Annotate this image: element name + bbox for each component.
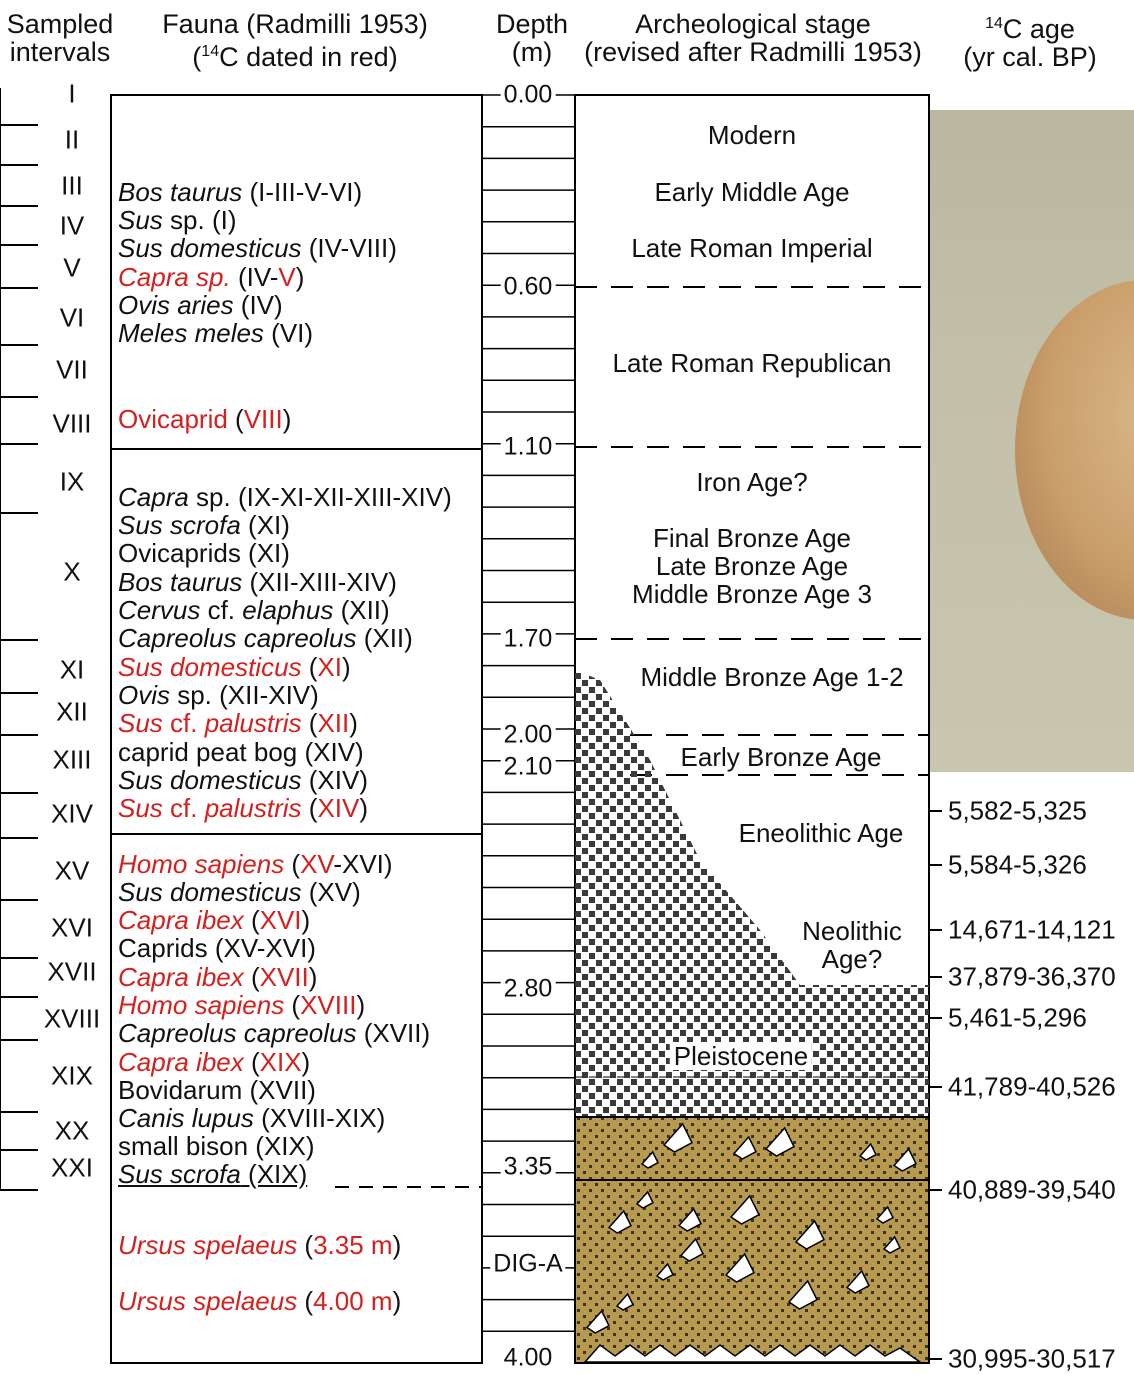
interval-label: XI xyxy=(37,655,107,686)
fauna-entry: Bovidarum (XVII) xyxy=(118,1076,316,1104)
depth-label: 1.10 xyxy=(501,433,556,462)
c14-age-value: 40,889-39,540 xyxy=(948,1175,1116,1206)
stage-label: Early Bronze Age xyxy=(681,743,882,771)
fauna-entry-dated: Homo sapiens (XV-XVI) xyxy=(118,850,393,878)
interval-label: XIX xyxy=(37,1061,107,1092)
c14-age-value: 5,584-5,326 xyxy=(948,850,1087,881)
fauna-entry-dated: Sus cf. palustris (XIV) xyxy=(118,794,368,822)
header-sampled-intervals: Sampled intervals xyxy=(2,10,118,66)
stage-label: Pleistocene xyxy=(670,1042,812,1070)
stage-label: Early Middle Age xyxy=(654,178,849,206)
dig-a-label: DIG-A xyxy=(490,1250,565,1279)
fauna-entry: Sus domesticus (XV) xyxy=(118,878,361,906)
stage-label: Age? xyxy=(822,945,883,973)
interval-label: XII xyxy=(37,697,107,728)
interval-label: XX xyxy=(37,1116,107,1147)
depth-label: 0.00 xyxy=(501,81,556,110)
depth-label: 1.70 xyxy=(501,625,556,654)
interval-label: II xyxy=(37,125,107,156)
interval-label: XVIII xyxy=(37,1004,107,1035)
interval-label: IV xyxy=(37,211,107,242)
interval-label: XIV xyxy=(37,799,107,830)
fauna-entry: Sus scrofa (XI) xyxy=(118,511,290,539)
fauna-entry: Ovis aries (IV) xyxy=(118,291,283,319)
fauna-entry-dated: Homo sapiens (XVIII) xyxy=(118,991,365,1019)
fauna-entry-dated: Capra ibex (XVII) xyxy=(118,963,317,991)
depth-label: 2.80 xyxy=(501,975,556,1004)
fauna-entry: small bison (XIX) xyxy=(118,1132,315,1160)
fauna-entry-dated: Ursus spelaeus (4.00 m) xyxy=(118,1287,401,1315)
fauna-entry: Canis lupus (XVIII-XIX) xyxy=(118,1104,385,1132)
interval-label: III xyxy=(37,171,107,202)
stage-label: Neolithic xyxy=(802,917,902,945)
c14-age-value: 14,671-14,121 xyxy=(948,915,1116,946)
fauna-entry-dated: Sus cf. palustris (XII) xyxy=(118,709,358,737)
stage-label: Modern xyxy=(708,121,796,149)
fauna-entry: Ovicaprids (XI) xyxy=(118,539,290,567)
depth-label: 2.00 xyxy=(501,721,556,750)
header-c14-age: 14C age (yr cal. BP) xyxy=(955,10,1105,71)
fauna-entry: Sus scrofa (XIX) xyxy=(118,1160,307,1188)
fauna-entry: Sus sp. (I) xyxy=(118,206,236,234)
header-fauna: Fauna (Radmilli 1953) (14C dated in red) xyxy=(150,10,440,71)
fauna-entry: Bos taurus (I-III-V-VI) xyxy=(118,178,362,206)
interval-label: XIII xyxy=(37,745,107,776)
fauna-entry: Bos taurus (XII-XIII-XIV) xyxy=(118,568,397,596)
stage-label: Middle Bronze Age 1-2 xyxy=(640,663,903,691)
interval-label: I xyxy=(37,79,107,110)
header-archeological-stage: Archeological stage (revised after Radmi… xyxy=(573,10,933,66)
fauna-entry: Sus domesticus (IV-VIII) xyxy=(118,234,397,262)
interval-label: XV xyxy=(37,856,107,887)
fauna-entry-dated: Sus domesticus (XI) xyxy=(118,653,351,681)
fauna-entry: Capreolus capreolus (XVII) xyxy=(118,1019,430,1047)
interval-label: X xyxy=(37,557,107,588)
stage-label: Final Bronze Age xyxy=(653,524,851,552)
depth-label: 4.00 xyxy=(501,1344,556,1373)
c14-age-value: 30,995-30,517 xyxy=(948,1344,1116,1375)
interval-label: XXI xyxy=(37,1153,107,1184)
c14-age-value: 37,879-36,370 xyxy=(948,962,1116,993)
depth-label: 2.10 xyxy=(501,753,556,782)
fauna-entry-dated: Capra sp. (IV-V) xyxy=(118,263,304,291)
c14-age-value: 5,461-5,296 xyxy=(948,1003,1087,1034)
stage-label: Late Roman Republican xyxy=(613,349,892,377)
fauna-entry: Caprids (XV-XVI) xyxy=(118,934,316,962)
stage-label: Late Roman Imperial xyxy=(631,234,872,262)
fauna-entry: caprid peat bog (XIV) xyxy=(118,738,364,766)
fauna-entry: Meles meles (VI) xyxy=(118,319,313,347)
depth-label: 3.35 xyxy=(501,1153,556,1182)
depth-label: 0.60 xyxy=(501,273,556,302)
interval-label: V xyxy=(37,253,107,284)
c14-age-value: 5,582-5,325 xyxy=(948,796,1087,827)
fauna-entry-dated: Capra ibex (XIX) xyxy=(118,1048,310,1076)
interval-label: VI xyxy=(37,303,107,334)
header-depth: Depth (m) xyxy=(490,10,574,66)
interval-label: XVII xyxy=(37,957,107,988)
fauna-entry-dated: Ursus spelaeus (3.35 m) xyxy=(118,1231,401,1259)
c14-age-value: 41,789-40,526 xyxy=(948,1072,1116,1103)
interval-label: VIII xyxy=(37,409,107,440)
interval-label: XVI xyxy=(37,913,107,944)
stage-label: Middle Bronze Age 3 xyxy=(632,580,872,608)
fauna-entry: Capreolus capreolus (XII) xyxy=(118,624,413,652)
interval-label: VII xyxy=(37,355,107,386)
fauna-entry: Cervus cf. elaphus (XII) xyxy=(118,596,390,624)
fauna-entry-dated: Capra ibex (XVI) xyxy=(118,906,310,934)
stage-label: Late Bronze Age xyxy=(656,552,848,580)
fauna-entry: Sus domesticus (XIV) xyxy=(118,766,368,794)
fauna-entry: Capra sp. (IX-XI-XII-XIII-XIV) xyxy=(118,483,452,511)
stage-label: Eneolithic Age xyxy=(739,819,904,847)
interval-label: IX xyxy=(37,467,107,498)
fauna-entry-dated: Ovicaprid (VIII) xyxy=(118,405,291,433)
fauna-entry: Ovis sp. (XII-XIV) xyxy=(118,681,319,709)
stage-label: Iron Age? xyxy=(696,468,807,496)
